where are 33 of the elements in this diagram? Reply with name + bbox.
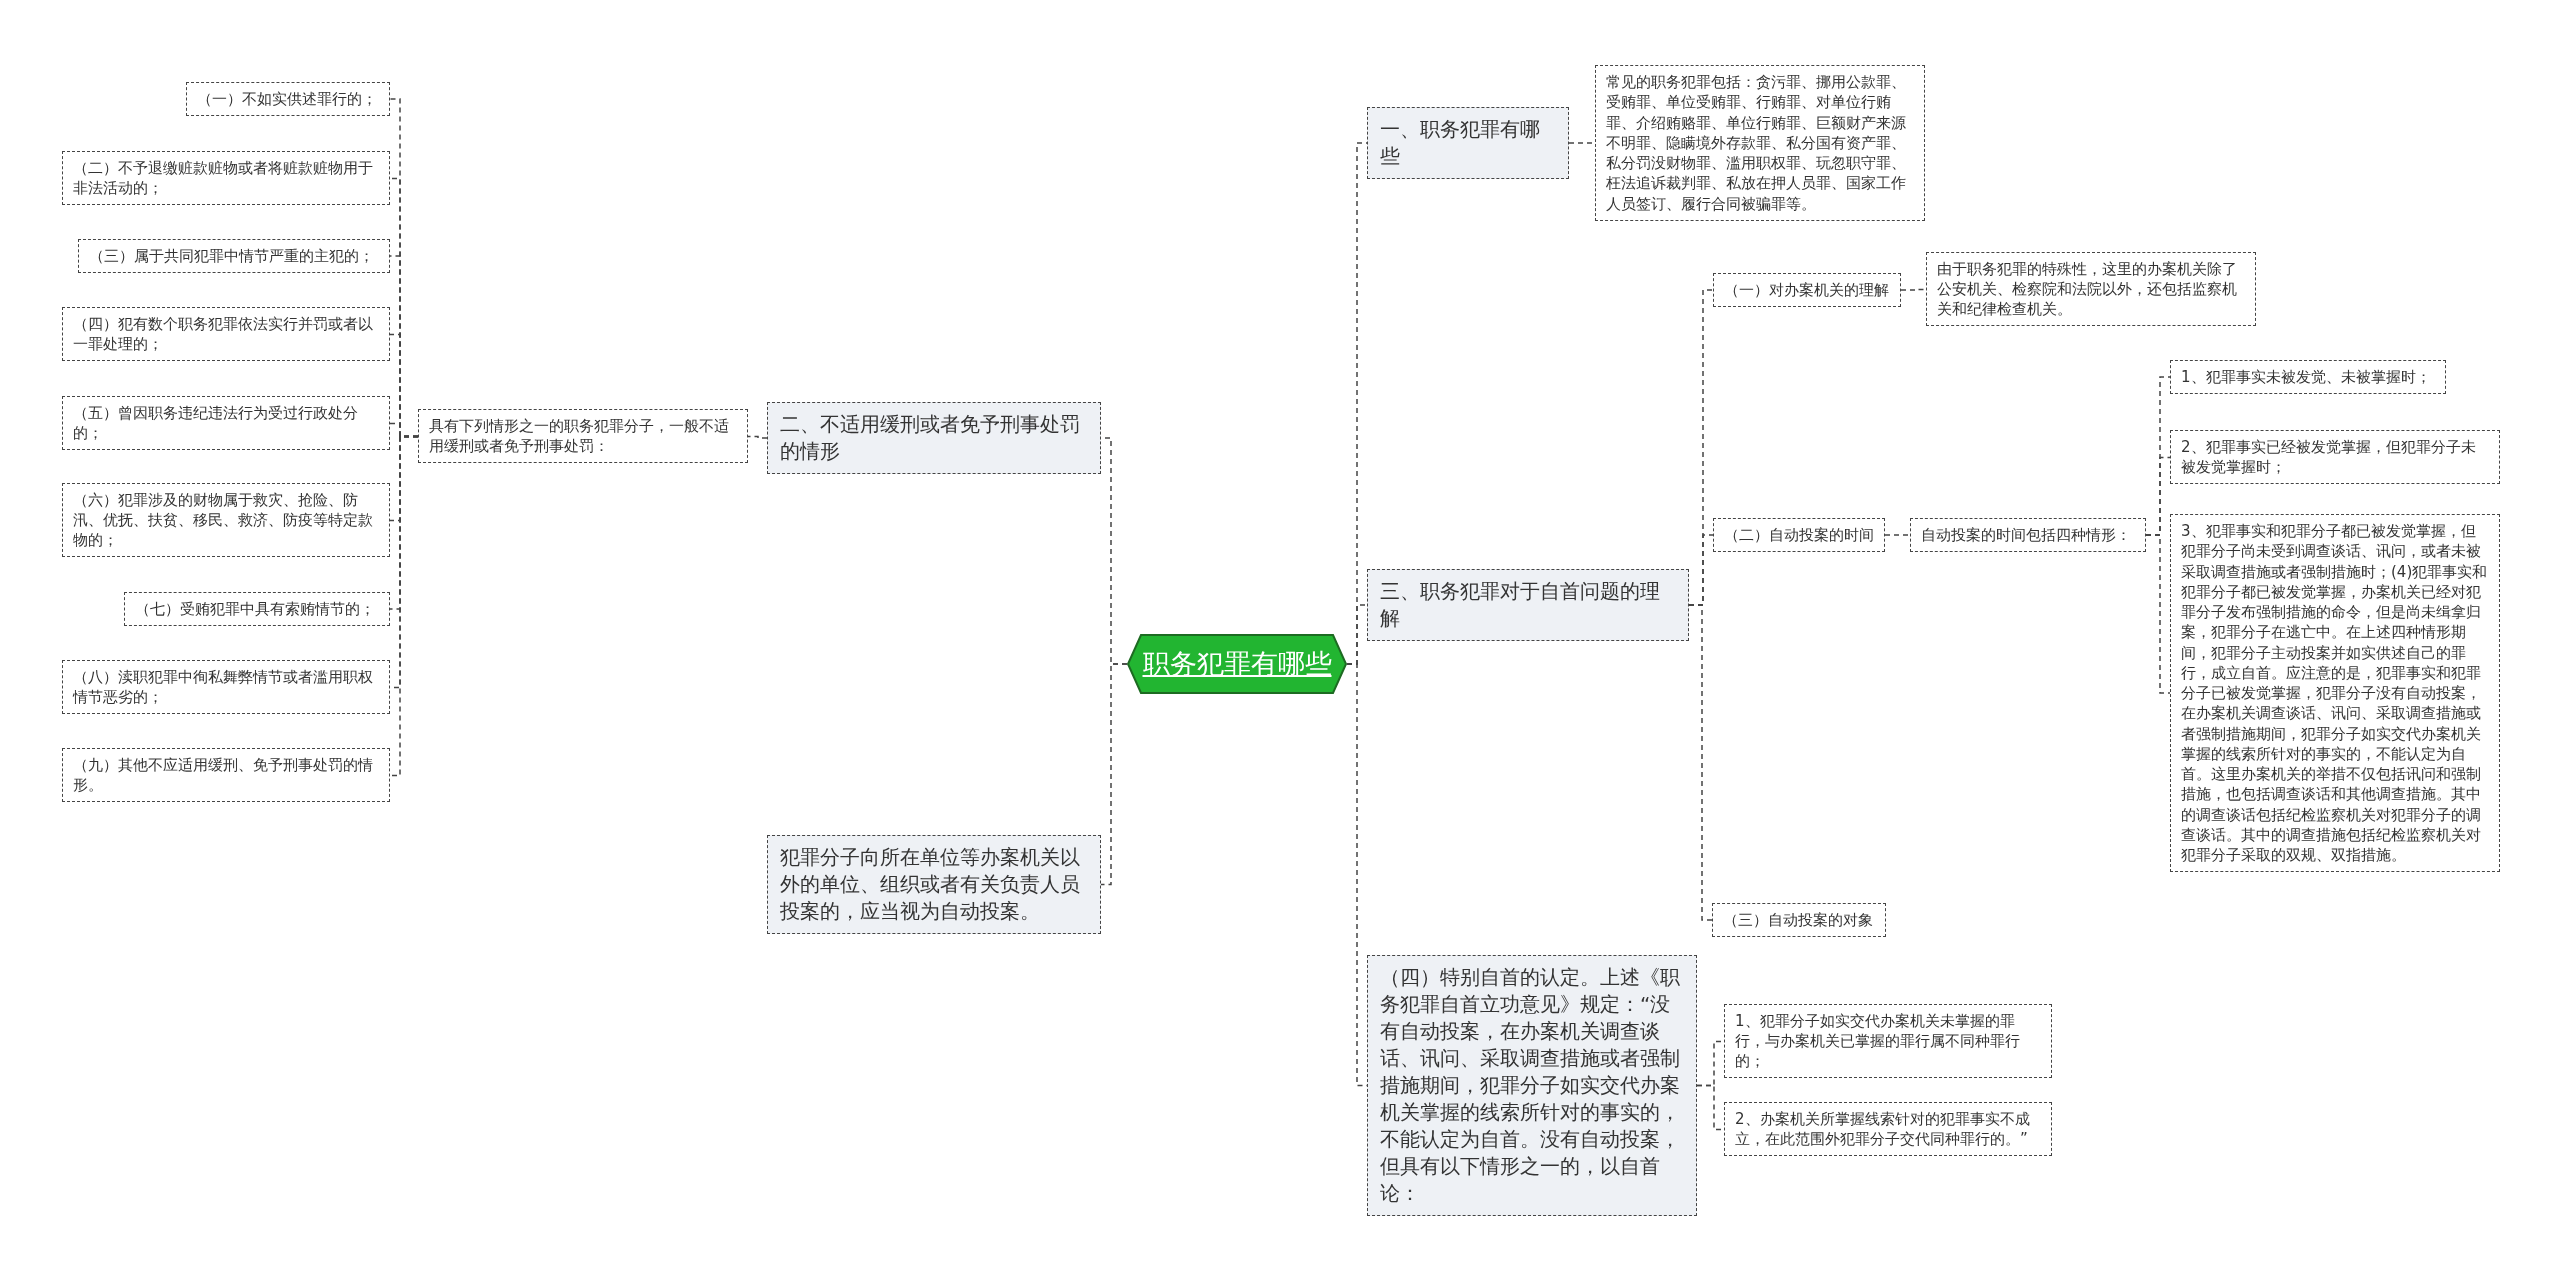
topic-box: （四）特别自首的认定。上述《职务犯罪自首立功意见》规定：“没有自动投案，在办案机关调查谈话、讯问、采取调查措施或者强制措施期间，犯罪分子如实交代办案机关掌握的线索所针对的事实的，不能认定为自首。没有自动投案，但具有以下情形之一的，以自首论：	[1367, 954, 1697, 1216]
topic-box: 犯罪分子向所在单位等办案机关以外的单位、组织或者有关负责人员投案的，应当视为自动投案。	[767, 834, 1101, 934]
note-box: （三）属于共同犯罪中情节严重的主犯的；	[78, 239, 390, 274]
connector-line	[747, 435, 768, 439]
connector-line	[2145, 534, 2171, 694]
note-box: 2、办案机关所掌握线索针对的犯罪事实不成立，在此范围外犯罪分子交代同种罪行的。”	[1724, 1101, 2052, 1156]
note-box: （八）渎职犯罪中徇私舞弊情节或者滥用职权情节恶劣的；	[62, 659, 390, 714]
note-box: （二）自动投案的时间	[1713, 518, 1885, 553]
note-box: 由于职务犯罪的特殊性，这里的办案机关除了公安机关、检察院和法院以外，还包括监察机关和纪律检查机关。	[1926, 251, 2256, 327]
connector-line	[1100, 663, 1128, 886]
note-box: （一）不如实供述罪行的；	[186, 82, 390, 117]
note-box: 1、犯罪分子如实交代办案机关未掌握的罪行，与办案机关已掌握的罪行属不同种罪行的；	[1724, 1003, 2052, 1079]
note-box: （二）不予退缴赃款赃物或者将赃款赃物用于非法活动的；	[62, 150, 390, 205]
note-box: 自动投案的时间包括四种情形：	[1910, 518, 2146, 553]
note-box: 常见的职务犯罪包括：贪污罪、挪用公款罪、受贿罪、单位受贿罪、行贿罪、对单位行贿罪、介绍贿赂罪、单位行贿罪、巨额财产来源不明罪、隐瞒境外存款罪、私分国有资产罪、私分罚没财物罪、滥用职权罪、玩忽职守罪、枉法追诉裁判罪、私放在押人员罪、国家工作人员签订、履行合同被骗罪等。	[1595, 65, 1925, 221]
note-box: （五）曾因职务违纪违法行为受过行政处分的；	[62, 395, 390, 450]
connector-line	[1688, 604, 1713, 921]
note-box: 1、犯罪事实未被发觉、未被掌握时；	[2170, 360, 2446, 395]
connector-line	[1900, 288, 1927, 291]
note-box: 3、犯罪事实和犯罪分子都已被发觉掌握，但犯罪分子尚未受到调查谈话、讯问，或者未被采取调查措施或者强制措施时；(4)犯罪事实和犯罪分子都已被发觉掌握，办案机关已经对犯罪分子发布强制措施的命令，但是尚未缉拿归案，犯罪分子在逃亡中。在上述四种情形期间，犯罪分子主动投案并如实供述自己的罪行，成立自首。应注意的是，犯罪事实和犯罪分子已被发觉掌握，犯罪分子没有自动投案，在办案机关调查谈话、讯问、采取调查措施或者强制措施期间，犯罪分子如实交代办案机关掌握的线索所针对的事实的，不能认定为自首。这里办案机关的举措不仅包括讯问和强制措施，也包括调查谈话和其他调查措施。其中的调查谈话包括纪检监察机关对犯罪分子的调查谈话。其中的调查措施包括纪检监察机关对犯罪分子采取的双规、双指措施。	[2170, 514, 2500, 873]
note-box: （六）犯罪涉及的财物属于救灾、抢险、防汛、优抚、扶贫、移民、救济、防疫等特定款物的；	[62, 482, 390, 558]
note-box: （一）对办案机关的理解	[1713, 273, 1901, 308]
note-box: （三）自动投案的对象	[1712, 903, 1886, 938]
topic-box: 二、不适用缓刑或者免予刑事处罚的情形	[767, 402, 1101, 474]
topic-box: 一、职务犯罪有哪些	[1367, 107, 1569, 179]
central-topic-hexagon: 职务犯罪有哪些	[1127, 634, 1347, 694]
note-box: （九）其他不应适用缓刑、免予刑事处罚的情形。	[62, 747, 390, 802]
note-box: 2、犯罪事实已经被发觉掌握，但犯罪分子未被发觉掌握时；	[2170, 429, 2500, 484]
connector-line	[1884, 534, 1911, 536]
note-box: （四）犯有数个职务犯罪依法实行并罚或者以一罪处理的；	[62, 306, 390, 361]
topic-box: 三、职务犯罪对于自首问题的理解	[1367, 569, 1689, 641]
note-box: 具有下列情形之一的职务犯罪分子，一般不适用缓刑或者免予刑事处罚：	[418, 408, 748, 463]
note-box: （七）受贿犯罪中具有索贿情节的；	[124, 592, 390, 627]
